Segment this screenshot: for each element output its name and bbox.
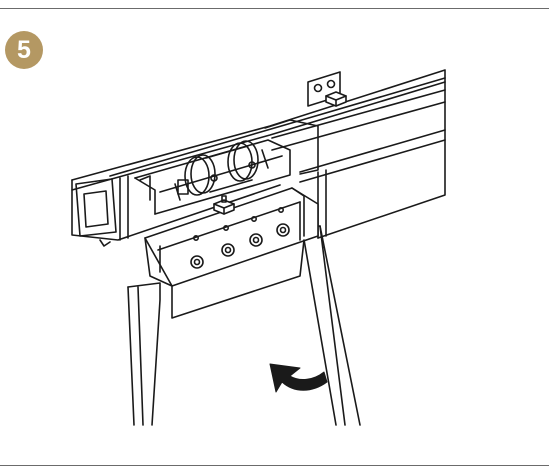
frame-top-line bbox=[0, 8, 549, 9]
track-rail-icon bbox=[71, 69, 446, 247]
roller-carriage-icon bbox=[134, 139, 291, 215]
door-panel-icon bbox=[127, 225, 361, 426]
step-number: 5 bbox=[17, 35, 31, 64]
frame-bottom-line bbox=[0, 465, 549, 466]
rotate-arrow-icon bbox=[269, 363, 328, 393]
mounting-bracket-icon bbox=[307, 71, 347, 107]
hanger-plate-icon bbox=[144, 187, 319, 319]
step-number-badge: 5 bbox=[5, 31, 43, 69]
